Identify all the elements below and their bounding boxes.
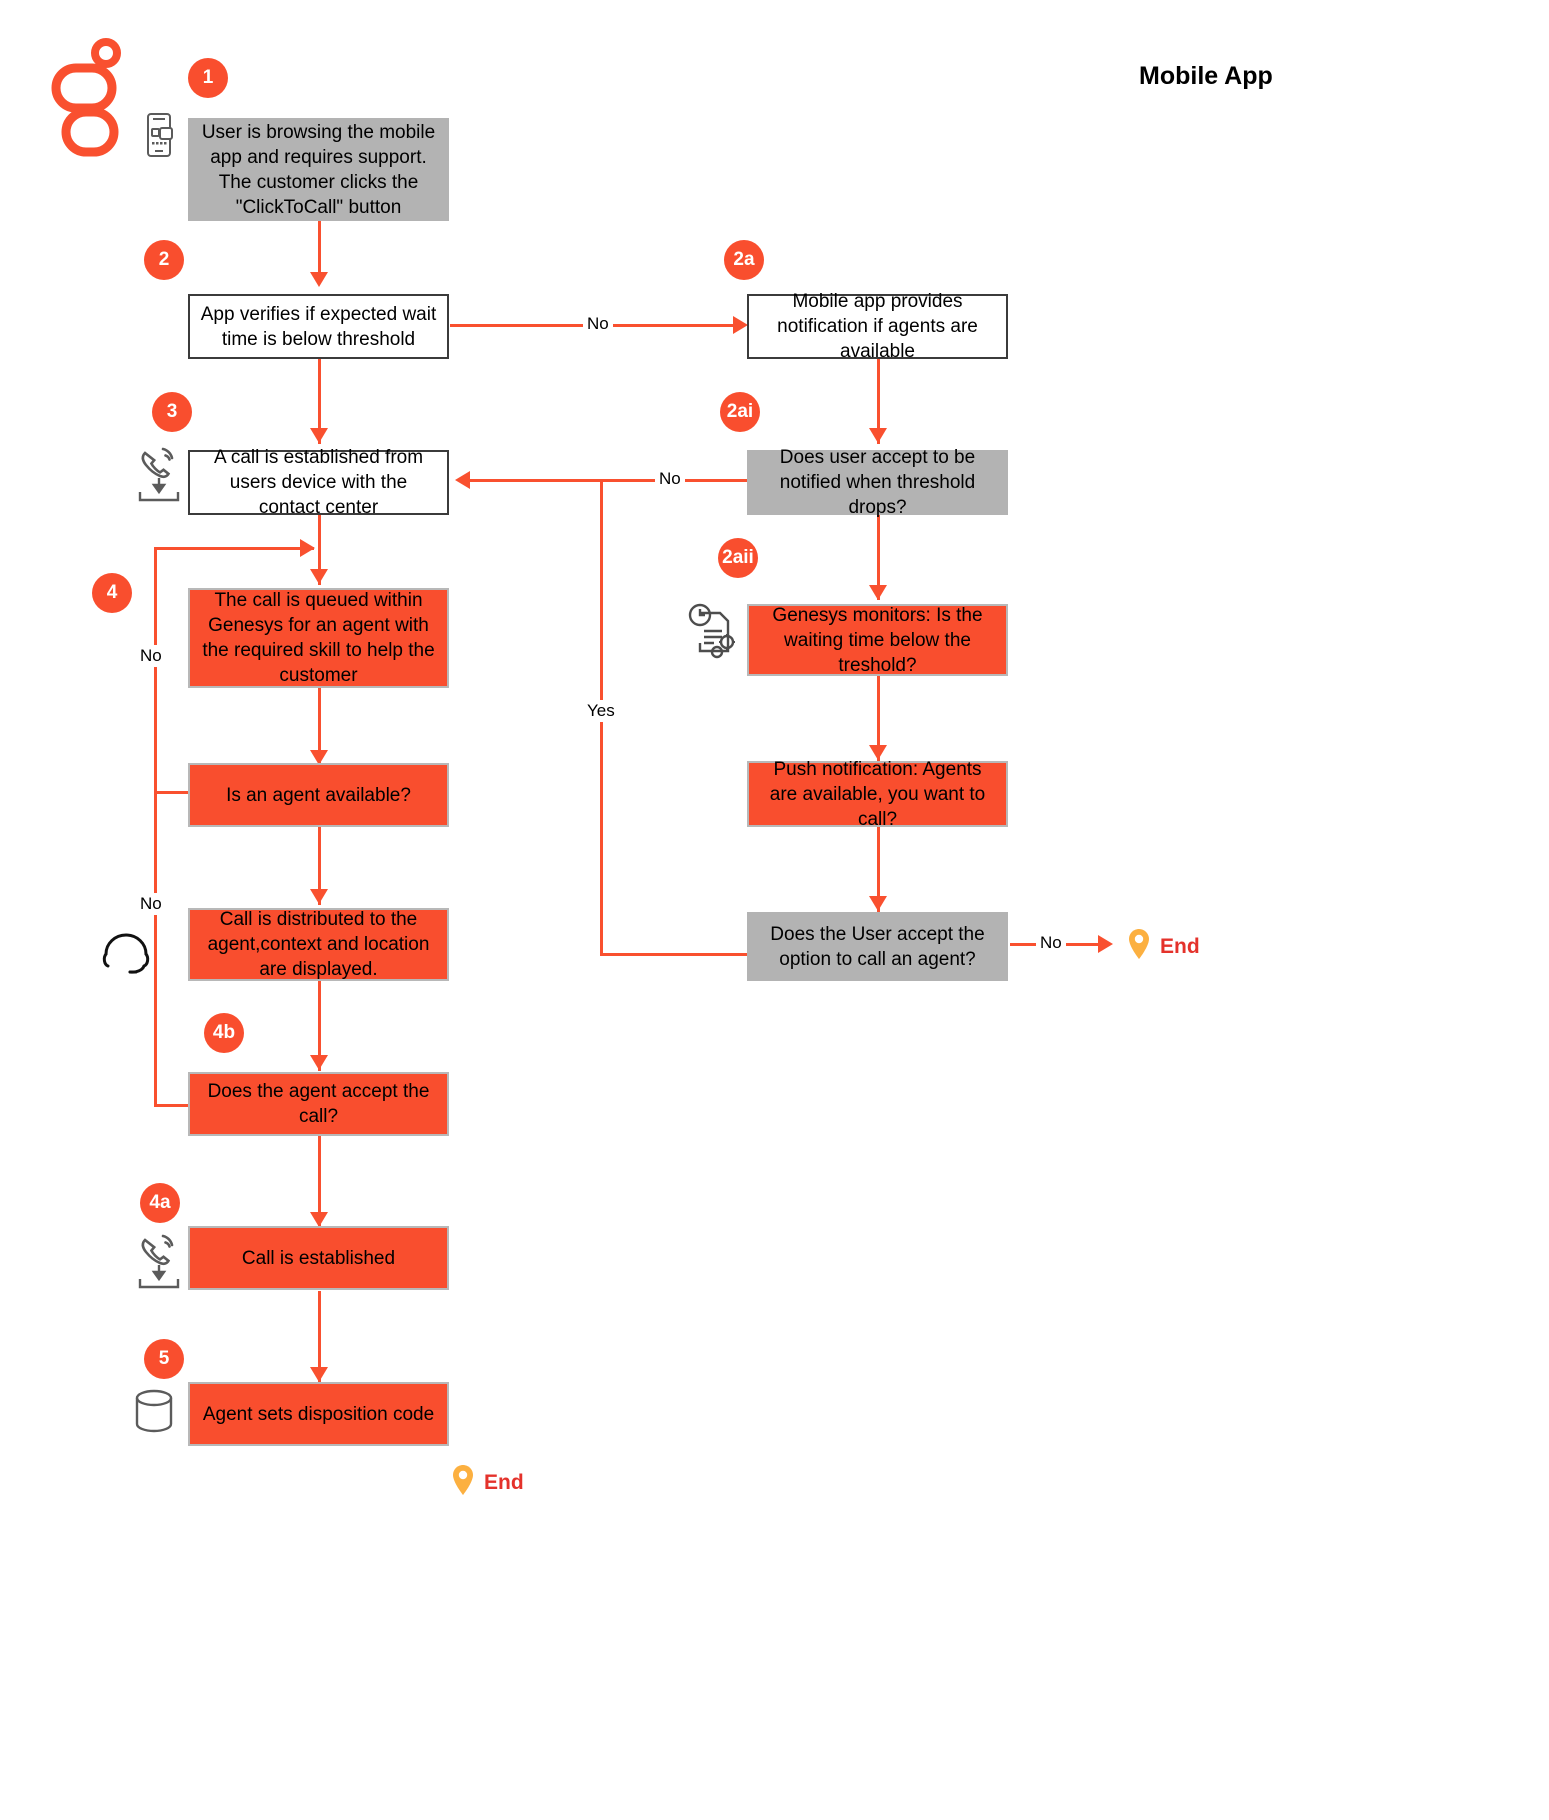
step-bubble-4a: 4a: [140, 1183, 180, 1223]
arrow-4b-to-4a: [310, 1212, 328, 1227]
step-bubble-2: 2: [144, 240, 184, 280]
node-user-accept-call-option: Does the User accept the option to call …: [747, 912, 1008, 981]
arrow-2-to-3: [310, 428, 328, 443]
node-app-verifies-wait-time: App verifies if expected wait time is be…: [188, 294, 449, 359]
connector-2aii-to-push: [877, 676, 880, 761]
arrow-2ai-to-2aii: [869, 585, 887, 600]
connector-1-to-2: [318, 221, 321, 279]
arrow-push-to-user: [869, 896, 887, 911]
step-bubble-2ai: 2ai: [720, 392, 760, 432]
connector-push-to-user: [877, 827, 880, 912]
arrow-2aii-to-push: [869, 745, 887, 760]
mobile-phone-icon: [144, 112, 176, 163]
incoming-call-icon: [133, 1232, 185, 1299]
node-agent-disposition-code: Agent sets disposition code: [188, 1382, 449, 1446]
edge-label-yes-push: Yes: [583, 700, 619, 722]
arrow-user-no-end: [1098, 935, 1113, 953]
genesys-logo: [48, 38, 128, 163]
end-marker-right: End: [1128, 928, 1200, 965]
node-call-established: Call is established: [188, 1226, 449, 1290]
arrow-4a-to-5: [310, 1367, 328, 1382]
step-bubble-3: 3: [152, 392, 192, 432]
node-user-browsing: User is browsing the mobile app and requ…: [188, 118, 449, 221]
connector-2a-to-2ai: [877, 359, 880, 444]
document-clock-gear-icon: [686, 601, 746, 668]
location-pin-icon: [1128, 928, 1150, 965]
arrow-3-to-4: [310, 569, 328, 584]
step-bubble-2aii: 2aii: [718, 538, 758, 578]
connector-4b-no: [154, 1104, 190, 1107]
connector-loop-top: [154, 547, 314, 550]
step-bubble-2a: 2a: [724, 240, 764, 280]
step-bubble-1: 1: [188, 58, 228, 98]
node-call-established-contact-center: A call is established from users device …: [188, 447, 449, 518]
end-label-bottom: End: [484, 1470, 524, 1494]
arrow-4q-to-4d: [310, 889, 328, 904]
node-genesys-monitors: Genesys monitors: Is the waiting time be…: [747, 604, 1008, 676]
incoming-call-icon: [133, 445, 185, 512]
arrow-4d-to-4b: [310, 1055, 328, 1070]
connector-4-to-4q: [318, 688, 321, 766]
node-mobile-app-notification: Mobile app provides notification if agen…: [747, 291, 1008, 362]
node-agent-available: Is an agent available?: [188, 763, 449, 827]
connector-3-to-4: [318, 515, 321, 585]
arrow-loop-into-4: [300, 539, 315, 557]
connector-4q-no: [154, 791, 190, 794]
connector-4q-to-4d: [318, 827, 321, 905]
step-bubble-4b: 4b: [204, 1013, 244, 1053]
node-agent-accept-call: Does the agent accept the call?: [188, 1072, 449, 1136]
arrow-2-to-2a: [733, 316, 748, 334]
connector-4a-to-5: [318, 1291, 321, 1383]
connector-4d-to-4b: [318, 981, 321, 1071]
node-call-distributed: Call is distributed to the agent,context…: [188, 908, 449, 981]
headset-icon: [98, 920, 154, 983]
arrow-2a-to-2ai: [869, 428, 887, 443]
edge-label-no-queue: No: [136, 645, 166, 667]
edge-label-no-2ai-3: No: [655, 468, 685, 490]
step-bubble-5: 5: [144, 1339, 184, 1379]
database-icon: [129, 1386, 179, 1443]
connector-2ai-to-2aii: [877, 515, 880, 600]
step-bubble-4: 4: [92, 573, 132, 613]
connector-4b-to-4a: [318, 1136, 321, 1228]
location-pin-icon: [452, 1464, 474, 1501]
arrow-2ai-to-3: [455, 471, 470, 489]
arrow-1-to-2: [310, 272, 328, 287]
node-user-accept-notified: Does user accept to be notified when thr…: [747, 447, 1008, 518]
end-label-right: End: [1160, 934, 1200, 958]
arrow-4-to-4q: [310, 750, 328, 765]
connector-2-to-3: [318, 359, 321, 444]
connector-user-yes-h: [600, 953, 750, 956]
node-call-queued: The call is queued within Genesys for an…: [188, 588, 449, 688]
node-push-notification: Push notification: Agents are available,…: [747, 759, 1008, 830]
page-title: Mobile App: [1139, 62, 1273, 90]
edge-label-no-2-2a: No: [583, 313, 613, 335]
end-marker-bottom: End: [452, 1464, 524, 1501]
edge-label-no-agent: No: [136, 893, 166, 915]
connector-loop-vertical: [154, 547, 157, 1107]
edge-label-no-end: No: [1036, 932, 1066, 954]
connector-2ai-to-3: [468, 479, 749, 482]
